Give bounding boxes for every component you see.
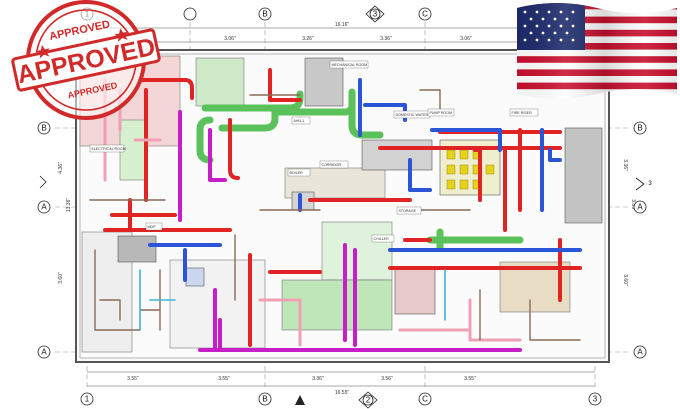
grid-bubble-right-3: 3 [648, 181, 652, 187]
dimensions-top: 16.16" 3.06" 3.26" 3.36" 3.06" [87, 22, 595, 43]
dim-top-1: 3.06" [224, 36, 236, 42]
dim-bottom-3: 3.36" [312, 376, 324, 382]
boiler-unit [361, 139, 433, 171]
section-marker-bottom [295, 391, 378, 409]
room-tag: AHU-1 [291, 116, 311, 125]
grid-bubbles-left [37, 121, 51, 359]
svg-text:PUMP ROOM: PUMP ROOM [430, 111, 453, 115]
section-marker-top [365, 5, 385, 23]
room-tag: DOMESTIC WATER [393, 110, 431, 119]
section-marker-top-label: 3 [373, 10, 378, 19]
grid-bubble-right-a1: A [637, 203, 643, 212]
room-tag: CORRIDOR [319, 160, 349, 169]
grid-bubble-bottom-1: 1 [85, 395, 90, 404]
room-tag: CHILLER [371, 234, 395, 243]
pipes-cyan [139, 269, 446, 331]
room-tag: ELECTRICAL ROOM [89, 144, 126, 153]
room-tag: PUMP ROOM [427, 108, 455, 117]
dim-top-3: 3.36" [380, 36, 392, 42]
svg-text:MDP: MDP [148, 225, 157, 229]
room-tags: ELECTRICAL ROOM MECHANICAL ROOM DOMESTIC… [89, 60, 539, 243]
mdp-panel [117, 235, 157, 263]
grid-bubble-bottom-3: 3 [593, 395, 598, 404]
room-tag: MECHANICAL ROOM [329, 60, 369, 69]
svg-text:CHILLER: CHILLER [374, 237, 390, 241]
grid-bubble-top-c: C [422, 10, 428, 19]
grid-bubble-right-a2: A [637, 348, 643, 357]
pipes-pink [103, 78, 522, 347]
chiller-unit [564, 127, 603, 224]
dim-bottom-total: 16.55" [335, 390, 350, 396]
grid-bubble-right-b: B [637, 124, 642, 133]
room-tag: BOILER [287, 168, 311, 177]
svg-text:DOMESTIC WATER: DOMESTIC WATER [396, 113, 429, 117]
room-tag: FIRE RISER [509, 108, 539, 117]
room-tag: MDP [145, 222, 163, 231]
dimensions-side: 4.36" 13.36" 3.60" 3.36" 3.86" 3.60" [58, 159, 636, 286]
svg-text:STORAGE: STORAGE [399, 209, 417, 213]
dim-top-4: 3.06" [460, 36, 472, 42]
dim-bottom-5: 3.55" [464, 376, 476, 382]
dim-left-3: 3.60" [58, 272, 64, 284]
pump-skid [394, 267, 436, 315]
dim-left-2: 13.36" [66, 198, 72, 213]
tank-2 [185, 267, 205, 287]
dim-right-1: 3.36" [622, 159, 628, 171]
svg-text:MECHANICAL ROOM: MECHANICAL ROOM [332, 63, 368, 67]
room-tag: STORAGE [396, 206, 422, 215]
grid-bubble-left-a1: A [41, 203, 47, 212]
svg-text:AHU-1: AHU-1 [294, 119, 305, 123]
grid-bubbles-bottom [80, 392, 602, 406]
grid-bubble-left-a2: A [41, 348, 47, 357]
dim-top-total: 16.16" [335, 22, 350, 28]
dim-left-1: 4.36" [58, 162, 64, 174]
grid-bubble-left-b: B [41, 124, 46, 133]
approved-stamp: APPROVED APPROVED APPROVED [11, 0, 161, 120]
pipes-blue [148, 78, 582, 282]
dim-right-2: 3.86" [630, 199, 636, 211]
svg-text:ELECTRICAL ROOM: ELECTRICAL ROOM [92, 147, 126, 151]
dim-top-2: 3.26" [302, 36, 314, 42]
room-green-northwest [195, 57, 245, 107]
valve-blocks [446, 149, 495, 190]
dim-bottom-4: 3.56" [381, 376, 393, 382]
dim-bottom-1: 3.55" [127, 376, 139, 382]
svg-text:FIRE RISER: FIRE RISER [512, 111, 533, 115]
stamp-stars [36, 28, 129, 59]
dimensions-bottom: 3.55" 3.55" 3.36" 3.56" 3.55" 16.55" [87, 371, 595, 396]
grid-bubble-bottom-c: C [422, 395, 428, 404]
svg-text:CORRIDOR: CORRIDOR [322, 163, 342, 167]
grid-bubbles-right [633, 121, 647, 359]
dim-right-3: 3.60" [622, 274, 628, 286]
svg-text:BOILER: BOILER [290, 171, 304, 175]
pipes-service [89, 89, 581, 341]
united-states-flag [517, 3, 677, 99]
section-marker-bottom-label: 2 [366, 396, 371, 405]
grid-bubble-top-b: B [262, 10, 267, 19]
dim-bottom-2: 3.55" [218, 376, 230, 382]
pipes-magenta [178, 110, 522, 352]
grid-bubble-bottom-b: B [262, 395, 267, 404]
